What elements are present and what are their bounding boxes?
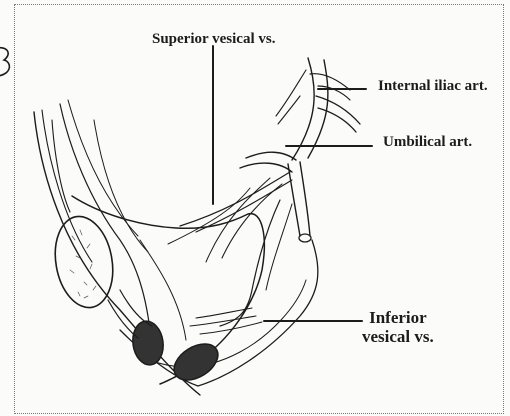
umbilical-descending [288, 162, 310, 236]
label-inferior-line1: Inferior [362, 309, 434, 328]
label-internal-iliac: Internal iliac art. [378, 78, 488, 95]
label-umbilical: Umbilical art. [383, 134, 472, 151]
label-inferior-vesical: Inferior vesical vs. [362, 309, 434, 346]
pelvic-wall-outer [34, 112, 200, 395]
lateral-vessel [220, 200, 280, 326]
label-superior-vesical: Superior vesical vs. [152, 31, 275, 48]
umbilical-cut-end [299, 234, 311, 242]
label-inferior-line2: vesical vs. [362, 328, 434, 347]
bladder-outline [72, 196, 264, 384]
superior-vesical-vessel-1 [180, 172, 290, 226]
seminal-vesicle-texture [70, 230, 96, 298]
ureter-cut-section [130, 319, 166, 367]
lateral-vessel-2 [266, 204, 292, 290]
umbilical-artery [240, 152, 296, 172]
iliac-branch-left [276, 70, 306, 124]
